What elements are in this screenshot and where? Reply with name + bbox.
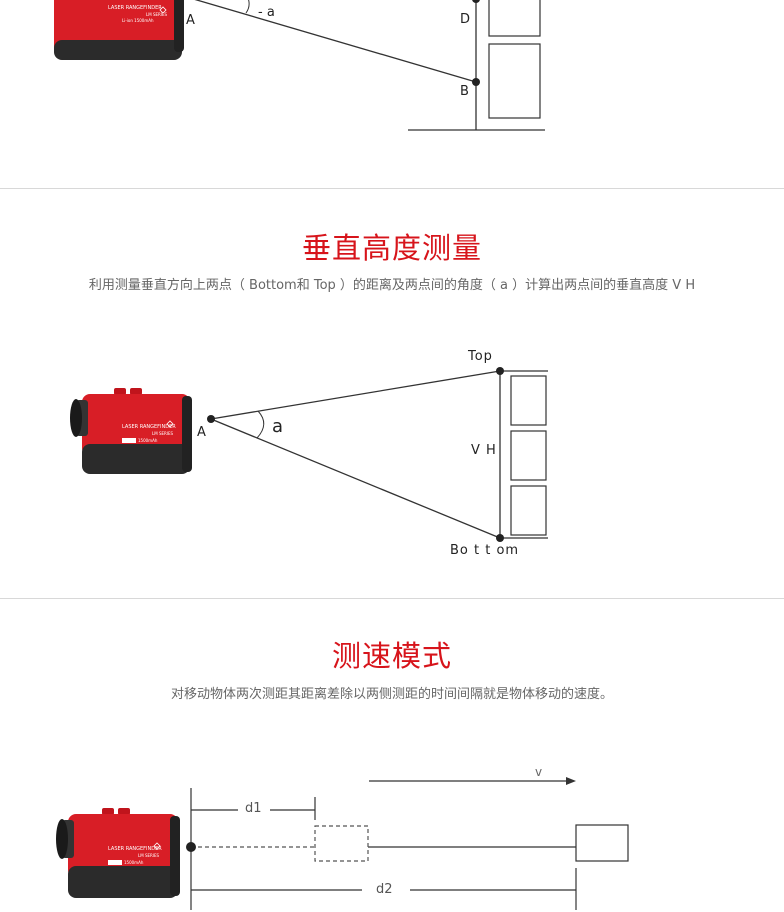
angle-arc [245, 0, 250, 14]
section-description-speed-mode: 对移动物体两次测距其距离差除以两侧测距的时间间隔就是物体移动的速度。 [170, 687, 613, 702]
point-top [496, 367, 504, 375]
object-current-position [575, 824, 629, 862]
top-diagram [194, 0, 545, 131]
building-window [510, 375, 547, 426]
label-velocity: v [535, 765, 543, 779]
svg-text:LASER RANGEFINDER: LASER RANGEFINDER [122, 424, 176, 430]
label-d1: d1 [245, 801, 262, 816]
svg-text:LM SERIES: LM SERIES [138, 853, 160, 858]
device-illustration-top: LASER RANGEFINDER LM SERIES Li-ion 1500m… [54, 0, 184, 60]
label-point-a: A [197, 425, 206, 440]
svg-text:LM SERIES: LM SERIES [146, 12, 168, 17]
label-d2: d2 [376, 882, 393, 897]
label-vertical-height: V H [471, 443, 497, 458]
object-previous-position [314, 825, 369, 862]
point-d [472, 0, 480, 3]
device-illustration-speed: LASER RANGEFINDER LM SERIES 1500mAh [56, 808, 180, 898]
building-window [488, 43, 541, 119]
label-angle: a [272, 416, 284, 437]
section-title-speed-mode: 测速模式 [331, 639, 452, 673]
point-a [207, 415, 215, 423]
device-brand-text: LASER RANGEFINDER [108, 5, 162, 11]
line-a-to-b [194, 0, 477, 83]
point-bottom [496, 534, 504, 542]
building-window [510, 430, 547, 481]
building-window [510, 485, 547, 536]
label-angle: - a [258, 5, 275, 20]
label-point-a: A [186, 13, 195, 28]
section-divider [0, 188, 784, 189]
angle-arc [256, 410, 265, 439]
svg-text:LASER RANGEFINDER: LASER RANGEFINDER [108, 846, 162, 852]
label-point-d: D [460, 12, 471, 27]
svg-text:LM SERIES: LM SERIES [152, 431, 174, 436]
svg-text:1500mAh: 1500mAh [138, 438, 158, 443]
line-a-to-bottom [210, 418, 501, 539]
vertical-height-diagram [207, 367, 548, 542]
point-b [472, 78, 480, 86]
line-a-to-top [210, 370, 501, 420]
section-divider [0, 598, 784, 599]
label-top: Top [468, 349, 493, 364]
point-origin [186, 842, 196, 852]
speed-diagram [186, 777, 629, 910]
building-window [488, 0, 541, 37]
device-illustration-vh: LASER RANGEFINDER LM SERIES 1500mAh [70, 388, 192, 474]
velocity-arrow-head [566, 777, 576, 785]
section-description-vertical-height: 利用测量垂直方向上两点（ Bottom和 Top ）的距离及两点间的角度（ a … [88, 278, 696, 293]
svg-text:1500mAh: 1500mAh [124, 860, 144, 865]
svg-text:Li-ion 1500mAh: Li-ion 1500mAh [122, 18, 154, 23]
section-title-vertical-height: 垂直高度测量 [301, 231, 482, 265]
label-bottom: Bo t t om [450, 543, 520, 558]
label-point-b: B [460, 84, 469, 99]
